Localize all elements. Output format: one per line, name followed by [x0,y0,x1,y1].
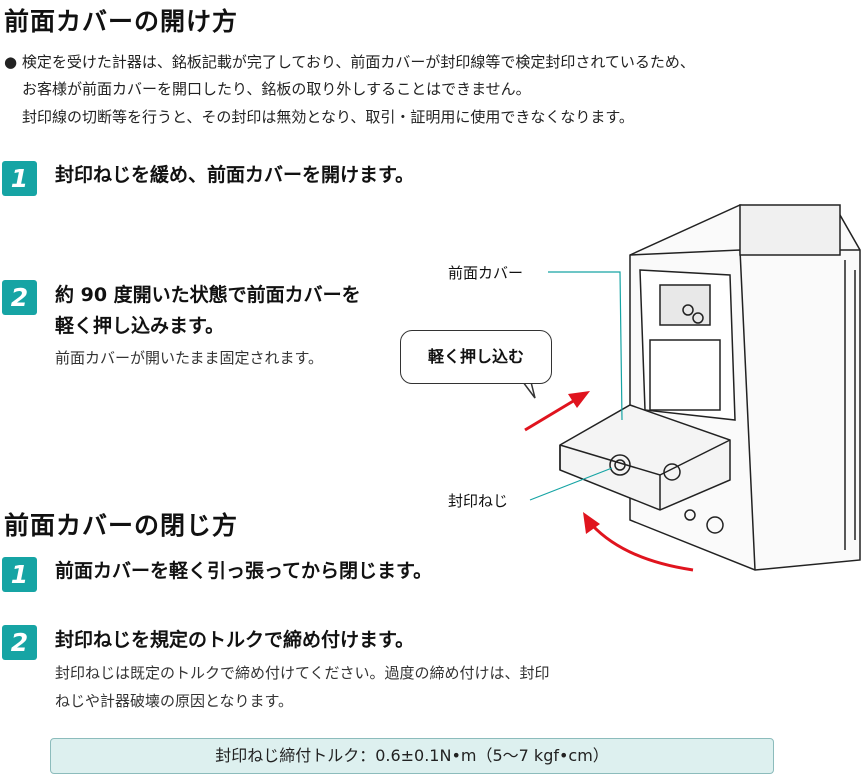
notice-line: 封印線の切断等を行うと、その封印は無効となり、取引・証明用に使用できなくなります… [22,108,634,126]
step-text: 前面カバーを軽く引っ張ってから閉じます。 [55,560,433,582]
close-arrow-icon [583,512,694,572]
step-note: ねじや計器破壊の原因となります。 [55,692,294,710]
step-badge: 1 [2,557,37,592]
notice-line: お客様が前面カバーを開口したり、銘板の取り外しすることはできません。 [22,80,531,98]
open-section-title: 前面カバーの開け方 [4,7,239,36]
label-front-cover: 前面カバー [448,264,524,282]
step-text: 約 90 度開いた状態で前面カバーを [55,284,361,306]
step-text: 封印ねじを規定のトルクで締め付けます。 [55,629,415,651]
push-arrow-icon [524,391,590,432]
leader-screw [529,467,613,501]
step-note: 封印ねじは既定のトルクで締め付けてください。過度の締め付けは、封印 [55,664,550,682]
step-badge: 1 [2,161,37,196]
close-section-title: 前面カバーの閉じ方 [4,511,239,540]
label-seal-screw: 封印ねじ [448,492,509,510]
step-badge: 2 [2,280,37,315]
leader-cover [548,271,623,421]
notice-line: ● 検定を受けた計器は、銘板記載が完了しており、前面カバーが封印線等で検定封印さ… [4,53,695,71]
step-text: 軽く押し込みます。 [55,315,225,337]
step-badge: 2 [2,625,37,660]
torque-spec-box: 封印ねじ締付トルク：0.6±0.1N•m（5～7 kgf•cm） [50,738,774,774]
step-note: 前面カバーが開いたまま固定されます。 [55,349,324,367]
push-balloon: 軽く押し込む [400,330,552,384]
step-text: 封印ねじを緩め、前面カバーを開けます。 [55,164,415,186]
